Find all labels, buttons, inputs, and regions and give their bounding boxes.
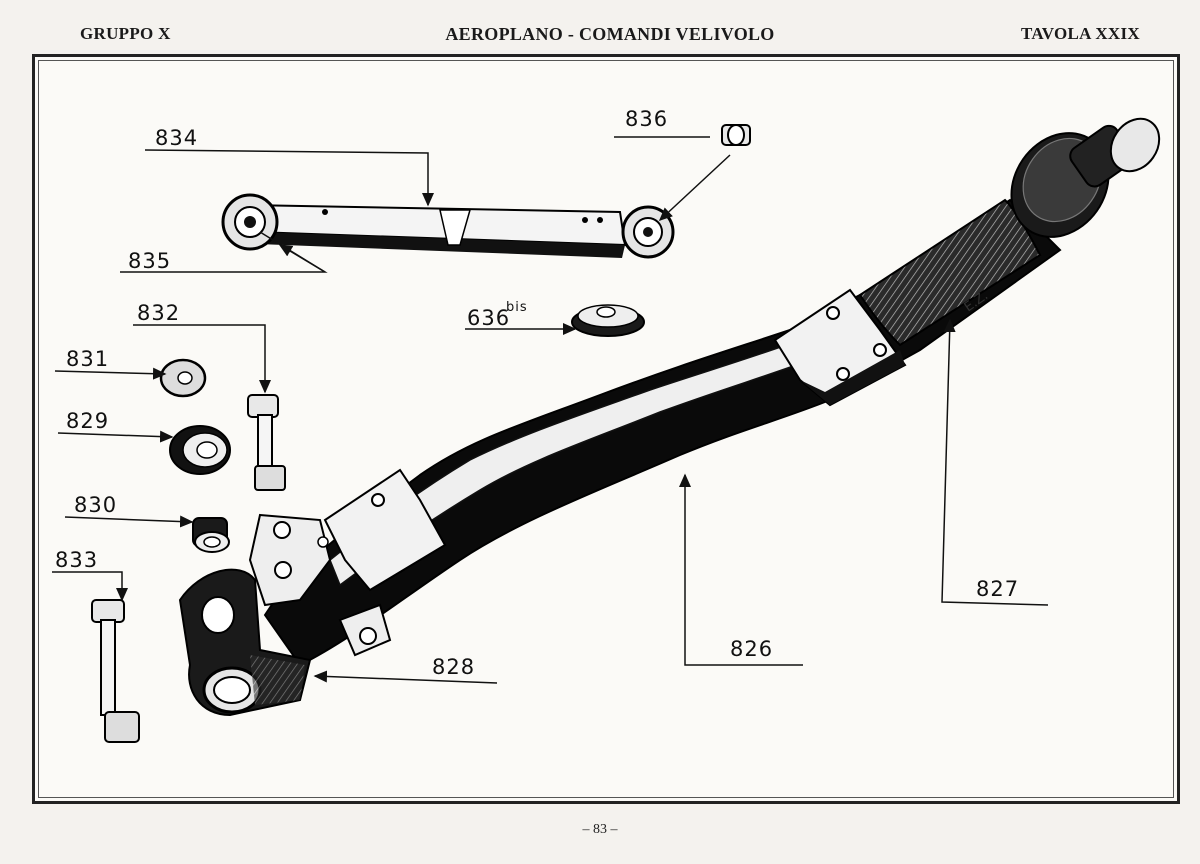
group-title: GRUPPO X bbox=[80, 24, 171, 43]
washer-636bis bbox=[571, 304, 645, 337]
bushing-830 bbox=[192, 517, 230, 553]
label-832: 832 bbox=[137, 301, 180, 325]
label-829: 829 bbox=[66, 409, 109, 433]
label-834: 834 bbox=[155, 126, 198, 150]
label-827: 827 bbox=[976, 577, 1019, 601]
page-number: – 83 – bbox=[582, 822, 618, 837]
plate-number: TAVOLA XXIX bbox=[1021, 24, 1140, 43]
label-830: 830 bbox=[74, 493, 117, 517]
label-636: 636 bbox=[467, 306, 510, 330]
label-826: 826 bbox=[730, 637, 773, 661]
nut-836 bbox=[721, 124, 751, 146]
page-title: AEROPLANO - COMANDI VELIVOLO bbox=[445, 24, 775, 44]
washer-831 bbox=[159, 358, 207, 398]
push-rod bbox=[221, 193, 675, 259]
label-828: 828 bbox=[432, 655, 475, 679]
control-stick: E.Z. bbox=[178, 117, 1161, 717]
bearing-829 bbox=[169, 425, 231, 475]
label-835: 835 bbox=[128, 249, 171, 273]
part-labels: 834 836 835 832 636 bis 831 829 830 833 … bbox=[55, 107, 1019, 679]
bolt-833 bbox=[91, 599, 140, 743]
leader-lines bbox=[52, 136, 1049, 684]
label-636-superscript: bis bbox=[506, 300, 528, 315]
label-833: 833 bbox=[55, 548, 98, 572]
label-831: 831 bbox=[66, 347, 109, 371]
label-836: 836 bbox=[625, 107, 668, 131]
bolt-832 bbox=[247, 394, 286, 491]
